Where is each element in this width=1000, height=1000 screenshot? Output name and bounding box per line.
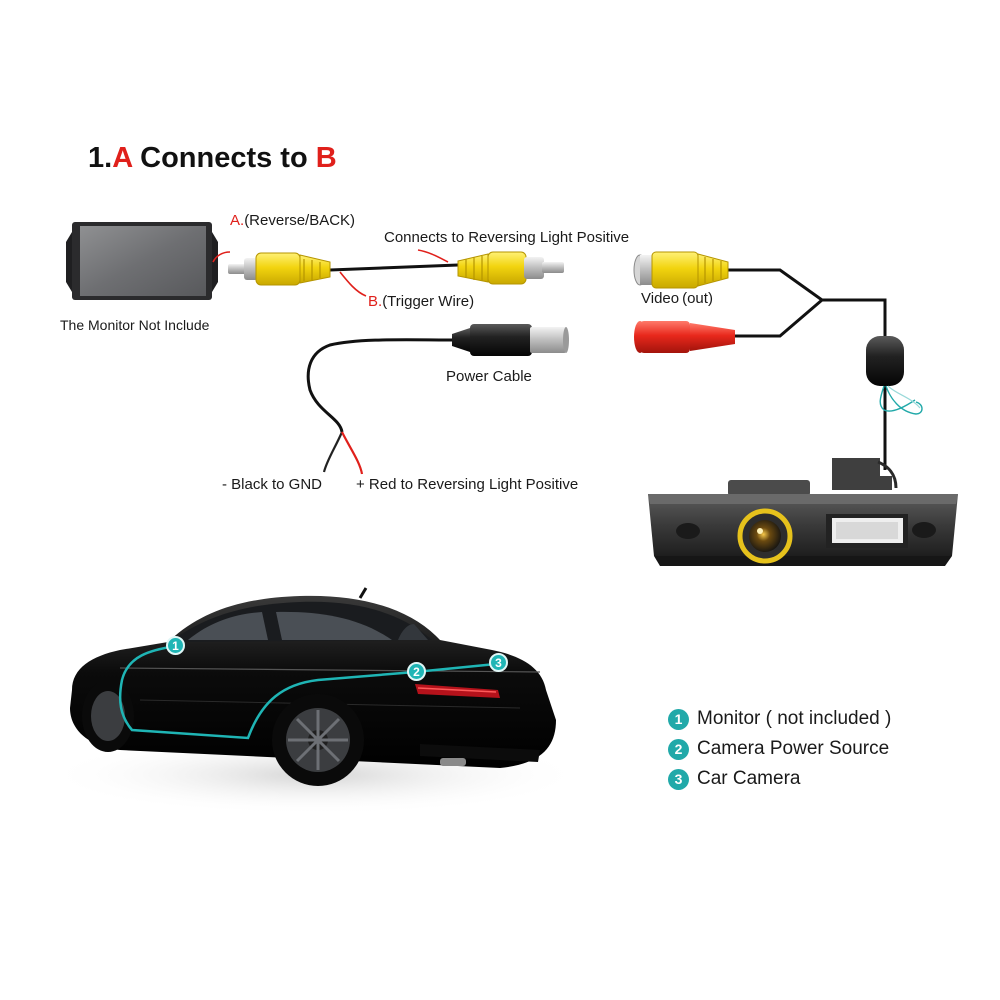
label-black-gnd: - Black to GND (222, 476, 323, 493)
pointer-connect (417, 249, 449, 263)
title-middle: Connects to (132, 142, 316, 174)
monitor-caption: The Monitor Not Include (60, 317, 210, 333)
legend: 1 Monitor ( not included ) 2 Camera Powe… (668, 704, 891, 794)
legend-number-2: 2 (668, 738, 689, 760)
pointer-a (212, 251, 231, 263)
title-b: B (315, 142, 337, 174)
legend-text-camera-power: Camera Power Source (697, 738, 890, 759)
legend-number-3: 3 (668, 768, 689, 790)
positive-wire (341, 431, 364, 475)
label-video-out: Video (out) (641, 290, 713, 307)
legend-item-camera-power: 2 Camera Power Source (668, 734, 891, 764)
legend-text-car-camera: Car Camera (697, 768, 801, 789)
rca-power-red (634, 321, 735, 353)
title-prefix: 1. (88, 142, 113, 174)
video-red-wire (735, 298, 823, 338)
diagram-title: 1.A Connects to B (88, 142, 337, 175)
label-a-text: (Reverse/BACK) (244, 212, 356, 229)
signal-wire (329, 263, 459, 272)
video-wire (728, 268, 887, 336)
legend-item-monitor: 1 Monitor ( not included ) (668, 704, 891, 734)
car-marker-2: 2 (407, 662, 426, 681)
legend-number-1: 1 (668, 708, 689, 730)
inline-filter-box (866, 336, 923, 415)
label-a-letter: A. (230, 212, 245, 229)
legend-text-monitor: Monitor ( not included ) (697, 708, 892, 729)
car-marker-3: 3 (489, 653, 508, 672)
ground-wire (322, 431, 344, 473)
label-b-text: (Trigger Wire) (382, 293, 475, 310)
car-marker-1: 1 (166, 636, 185, 655)
label-b-letter: B. (368, 293, 383, 310)
car-illustration (45, 587, 585, 815)
label-red-positive: + Red to Reversing Light Positive (356, 476, 579, 493)
rca-plug-left (228, 252, 331, 286)
power-wire (306, 338, 453, 433)
car-wire-route (118, 644, 497, 740)
camera-housing (648, 458, 958, 566)
rca-video-out (633, 251, 729, 289)
title-a: A (112, 142, 133, 174)
label-connects-reversing: Connects to Reversing Light Positive (384, 229, 630, 246)
legend-item-car-camera: 3 Car Camera (668, 764, 891, 794)
wires (306, 263, 887, 470)
label-a: A.(Reverse/BACK) (230, 212, 355, 229)
power-connector (452, 324, 569, 356)
monitor (66, 222, 218, 300)
label-power-cable: Power Cable (446, 368, 532, 385)
pointer-b (339, 271, 367, 297)
label-b: B.(Trigger Wire) (368, 293, 474, 310)
rca-plug-middle (457, 251, 564, 285)
